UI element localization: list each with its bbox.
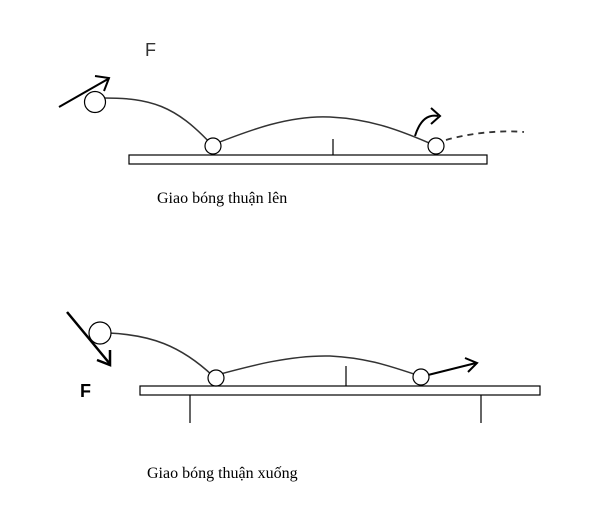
ball-bounce-1-bottom <box>207 369 225 387</box>
ball-direction-arrow-icon <box>427 357 479 376</box>
ball-start-top <box>83 90 107 114</box>
ball-start-bottom <box>88 321 112 345</box>
caption-top: Giao bóng thuận lên <box>157 190 287 207</box>
ball-bounce-2-top <box>427 137 445 155</box>
force-arrow-down-icon <box>66 311 112 367</box>
ball-bounce-2-bottom <box>412 368 430 386</box>
caption-bottom: Giao bóng thuận xuống <box>147 465 298 482</box>
ball-trajectory-bottom <box>108 332 421 377</box>
table-bottom <box>139 385 541 396</box>
force-arrow-up-icon <box>58 75 111 108</box>
topspin-serve-panel: F Giao bóng thuận lên <box>58 40 525 207</box>
force-label-top: F <box>145 40 156 60</box>
backspin-serve-panel: F Giao bóng thuận xuống <box>66 311 541 482</box>
ball-trajectory-top <box>103 97 437 147</box>
ball-trajectory-dashed-top <box>445 130 525 141</box>
ball-bounce-1-top <box>204 137 222 155</box>
table-top <box>128 154 488 165</box>
spin-arrow-icon <box>414 107 442 137</box>
force-label-bottom: F <box>80 381 91 401</box>
